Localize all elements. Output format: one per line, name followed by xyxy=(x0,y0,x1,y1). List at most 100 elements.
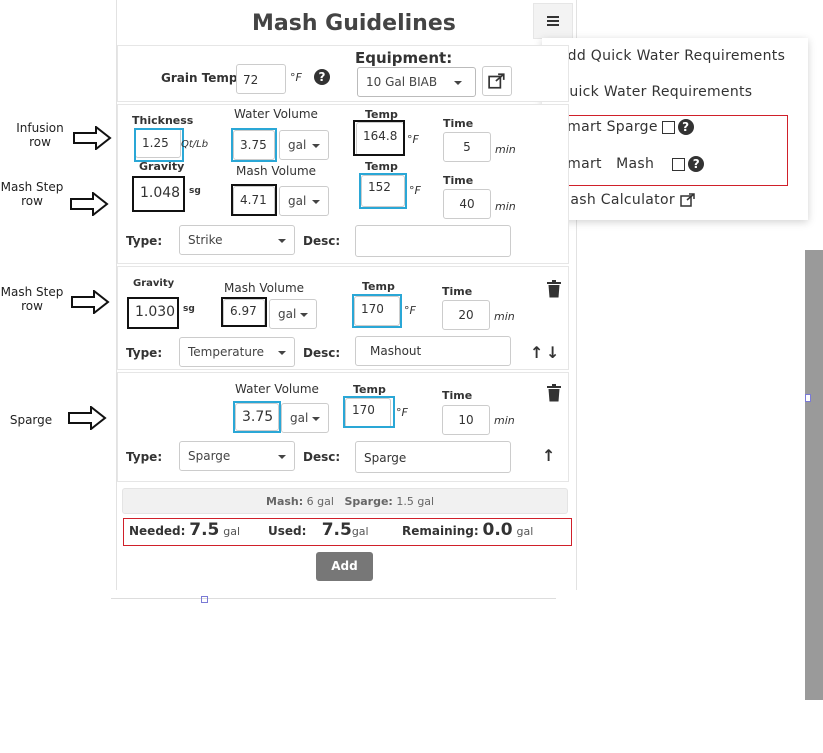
arrow-up-icon[interactable]: ↑ xyxy=(530,343,544,362)
summary-bar xyxy=(122,488,568,514)
smart-mash-label-2: Mash xyxy=(616,156,655,172)
chevron-down-icon xyxy=(454,81,462,85)
time-label: Time xyxy=(442,389,473,402)
temp-unit: °F xyxy=(407,133,419,146)
annotation-infusion: Infusion row xyxy=(16,121,64,149)
page-bottom-border xyxy=(111,598,556,599)
water-unit-select[interactable]: gal xyxy=(281,403,329,433)
mash-volume-label: Mash Volume xyxy=(236,164,317,178)
used-value: 7.5 xyxy=(321,520,352,540)
trash-icon[interactable] xyxy=(546,384,562,402)
gravity-highlight xyxy=(132,176,185,212)
equipment-select[interactable]: 10 Gal BIAB xyxy=(357,67,476,97)
smart-sparge-checkbox[interactable] xyxy=(661,120,675,134)
water-volume-label: Water Volume xyxy=(235,382,319,396)
temp-label: Temp xyxy=(365,160,398,173)
smart-sparge-label: Smart Sparge xyxy=(558,119,658,135)
small-marker xyxy=(805,394,811,402)
menu-mash-calculator[interactable]: Mash Calculator xyxy=(558,192,696,208)
temp-unit: °F xyxy=(404,304,416,317)
time-unit: min xyxy=(494,414,515,427)
needed-label: Needed: xyxy=(129,524,186,538)
arrow-right-icon xyxy=(71,290,110,314)
type-select-value: Temperature xyxy=(188,345,265,359)
gravity-input[interactable]: 1.030 xyxy=(129,299,177,327)
help-icon[interactable]: ? xyxy=(314,69,330,85)
temp-label: Temp xyxy=(353,383,386,396)
water-unit-value: gal xyxy=(288,138,307,152)
water-volume-highlight xyxy=(233,401,281,433)
page-title: Mash Guidelines xyxy=(252,11,456,36)
desc-input[interactable]: Mashout xyxy=(355,336,511,366)
desc-input[interactable]: Sparge xyxy=(355,441,511,473)
time-unit: min xyxy=(494,310,515,323)
used-unit: gal xyxy=(351,525,369,538)
sparge-summary-value: 1.5 gal xyxy=(396,495,435,508)
temp-highlight xyxy=(353,120,405,156)
volume-unit-value: gal xyxy=(278,307,297,321)
sparge-summary-label: Sparge: xyxy=(344,495,393,508)
chevron-down-icon xyxy=(278,239,286,243)
time-input[interactable]: 40 xyxy=(443,189,491,219)
gravity-input[interactable]: 1.048 xyxy=(134,178,184,210)
remaining-unit: gal xyxy=(516,525,534,538)
type-select[interactable]: Strike xyxy=(179,225,295,255)
page-frame-right xyxy=(576,0,577,590)
grain-temp-input[interactable]: 72 xyxy=(236,64,286,94)
type-select[interactable]: Temperature xyxy=(179,337,295,367)
temp-input[interactable]: 164.8 xyxy=(356,122,404,156)
time-input[interactable]: 10 xyxy=(442,405,490,435)
right-scrollbar[interactable] xyxy=(805,250,823,700)
grain-temp-unit: °F xyxy=(290,71,302,84)
time-label: Time xyxy=(443,117,474,130)
type-select-value: Sparge xyxy=(188,449,231,463)
page-frame-left xyxy=(116,0,117,590)
chevron-down-icon xyxy=(312,144,320,148)
water-volume-input[interactable]: 3.75 xyxy=(235,403,279,431)
menu-smart-sparge[interactable]: Smart Sparge? xyxy=(558,119,694,135)
trash-icon[interactable] xyxy=(546,280,562,298)
arrow-up-icon[interactable]: ↑ xyxy=(542,446,556,465)
arrow-down-icon[interactable]: ↓ xyxy=(546,343,560,362)
help-icon[interactable]: ? xyxy=(688,156,705,172)
mash-volume-highlight xyxy=(231,184,277,216)
water-volume-input[interactable]: 3.75 xyxy=(233,130,275,160)
time-input[interactable]: 5 xyxy=(443,132,491,162)
water-unit-select[interactable]: gal xyxy=(279,130,329,160)
remaining-value: 0.0 xyxy=(482,520,513,540)
desc-input[interactable] xyxy=(355,225,511,257)
menu-quick-water[interactable]: Quick Water Requirements xyxy=(558,84,753,100)
hamburger-button[interactable] xyxy=(533,3,573,39)
mash-summary-value: 6 gal xyxy=(306,495,334,508)
menu-add-quick-water[interactable]: Add Quick Water Requirements xyxy=(558,48,786,64)
smart-mash-checkbox[interactable] xyxy=(672,157,686,171)
volume-unit-select[interactable]: gal xyxy=(279,186,329,216)
temp-highlight xyxy=(352,294,402,328)
type-label: Type: xyxy=(126,450,163,464)
thickness-label: Thickness xyxy=(132,114,194,127)
needed-total: Needed: 7.5 gal xyxy=(129,520,240,540)
equipment-external-link[interactable] xyxy=(482,66,512,96)
totals-highlight xyxy=(123,518,572,546)
mash-volume-input[interactable]: 4.71 xyxy=(233,186,275,216)
help-icon[interactable]: ? xyxy=(677,119,694,135)
mash-volume-input[interactable]: 6.97 xyxy=(223,299,265,327)
used-label: Used: xyxy=(268,524,307,538)
temp-input[interactable]: 152 xyxy=(361,175,405,207)
temp-unit: °F xyxy=(396,406,408,419)
chevron-down-icon xyxy=(278,351,286,355)
desc-label: Desc: xyxy=(303,450,341,464)
chevron-down-icon xyxy=(278,455,286,459)
thickness-input[interactable]: 1.25 xyxy=(135,128,181,158)
mash-volume-highlight xyxy=(221,297,267,327)
desc-label: Desc: xyxy=(303,234,341,248)
gravity-label: Gravity xyxy=(133,278,175,289)
time-input[interactable]: 20 xyxy=(442,300,490,330)
temp-input[interactable]: 170 xyxy=(354,296,400,326)
volume-unit-select[interactable]: gal xyxy=(269,299,317,329)
arrow-right-icon xyxy=(73,126,112,150)
type-select[interactable]: Sparge xyxy=(179,441,295,471)
add-button[interactable]: Add xyxy=(316,552,373,581)
chevron-down-icon xyxy=(312,200,320,204)
type-label: Type: xyxy=(126,234,163,248)
